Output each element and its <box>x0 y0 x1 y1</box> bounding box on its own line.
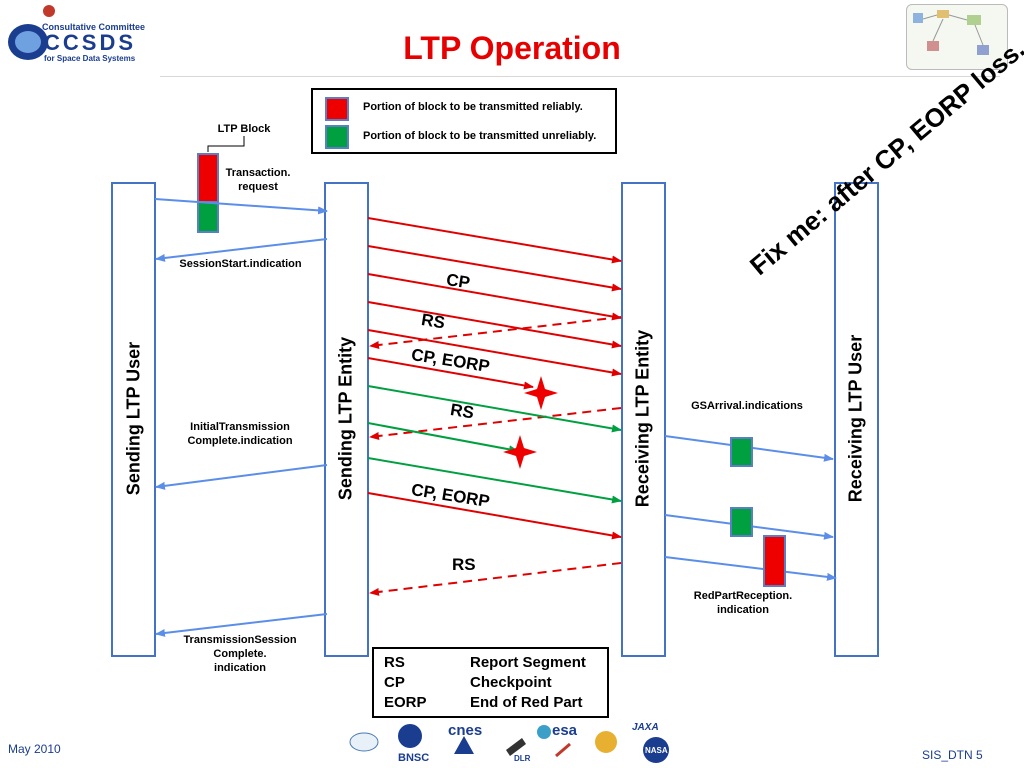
abbr-eorp: EORP <box>384 694 427 711</box>
network-diagram-icon <box>913 10 989 55</box>
loss-star-1 <box>524 376 558 410</box>
logo-line1: Consultative Committee <box>42 22 146 32</box>
legend: Portion of block to be transmitted relia… <box>311 88 617 154</box>
abbreviation-table: RS Report Segment CP Checkpoint EORP End… <box>372 647 609 718</box>
delivered-green-block-1 <box>730 437 753 467</box>
sending-user-label: Sending LTP User <box>123 341 144 496</box>
abbr-rs-meaning: Report Segment <box>470 654 586 671</box>
delivered-red-block <box>763 535 786 587</box>
ltp-block-callout <box>207 136 245 152</box>
receiving-user-lifeline <box>834 182 879 657</box>
title-divider <box>160 76 1000 77</box>
footer-slide-id: SIS_DTN 5 <box>922 748 983 762</box>
agency-nasa: NASA <box>645 746 668 755</box>
msg-cp: CP <box>445 270 472 293</box>
msg-rs-2: RS <box>449 400 476 423</box>
agency-esa: esa <box>552 722 578 739</box>
receiving-entity-label: Receiving LTP Entity <box>632 329 653 508</box>
ltp-block-red-part <box>197 153 219 203</box>
agency-dlr: DLR <box>514 754 531 763</box>
initial-transmission-label: InitialTransmission Complete.indication <box>187 421 293 447</box>
dtn-network-thumbnail <box>906 4 1008 70</box>
session-start-label: SessionStart.indication <box>179 258 302 270</box>
legend-red-swatch <box>325 97 349 121</box>
red-segment-4 <box>367 329 622 377</box>
red-segment-3 <box>367 301 622 349</box>
abbr-eorp-meaning: End of Red Part <box>470 694 583 711</box>
red-segment-1 <box>367 217 622 264</box>
green-segment-2 <box>367 457 622 504</box>
sending-entity-lifeline <box>324 182 369 657</box>
session-start-arrow <box>155 238 328 262</box>
agency-bnsc: BNSC <box>398 752 430 764</box>
transaction-request-label: Transaction. request <box>225 167 291 193</box>
initial-transmission-arrow <box>155 464 328 490</box>
delivered-green-block-2 <box>730 507 753 537</box>
green-segment-1 <box>367 385 622 433</box>
receiving-user-label: Receiving LTP User <box>845 334 866 503</box>
legend-unreliable-label: Portion of block to be transmitted unrel… <box>363 130 597 142</box>
ltp-block-green-part <box>197 201 219 233</box>
agency-jaxa: JAXA <box>632 722 659 733</box>
footer-date: May 2010 <box>8 742 61 756</box>
red-part-reception-label: RedPartReception. indication <box>693 590 793 616</box>
legend-green-swatch <box>325 125 349 149</box>
transmission-session-arrow <box>155 613 328 637</box>
agency-logos: cnes esa BNSC DLR JAXA NASA <box>344 720 684 768</box>
report-segment-1 <box>369 316 622 349</box>
ccsds-logo: Consultative Committee CCSDS for Space D… <box>4 2 154 68</box>
msg-rs-1: RS <box>420 310 447 333</box>
ccsds-logo-graphic <box>8 5 55 60</box>
red-part-reception-arrow <box>664 556 837 581</box>
gs-arrival-label: GSArrival.indications <box>691 400 803 412</box>
transaction-request-arrow <box>154 198 328 215</box>
loss-star-2 <box>503 435 537 469</box>
page-title: LTP Operation <box>403 30 621 66</box>
red-segment-2 <box>367 245 622 292</box>
red-segment-cp <box>367 273 622 321</box>
abbr-cp-meaning: Checkpoint <box>470 674 552 691</box>
sending-user-lifeline <box>111 182 156 657</box>
red-segment-eorp-lost <box>367 357 534 390</box>
abbr-cp: CP <box>384 674 405 691</box>
logo-line3: for Space Data Systems <box>44 54 136 63</box>
report-segment-3 <box>369 562 622 596</box>
abbr-rs: RS <box>384 654 405 671</box>
red-segment-eorp-retransmit <box>367 492 622 540</box>
msg-rs-3: RS <box>452 555 476 574</box>
transmission-session-label: TransmissionSession Complete. indication <box>183 634 297 674</box>
agency-cnes: cnes <box>448 722 483 739</box>
green-segment-lost <box>367 422 519 454</box>
ltp-block-label: LTP Block <box>217 123 271 135</box>
sending-entity-label: Sending LTP Entity <box>335 336 356 501</box>
legend-reliable-label: Portion of block to be transmitted relia… <box>363 101 583 113</box>
logo-wordmark: CCSDS <box>44 30 137 55</box>
receiving-entity-lifeline <box>621 182 666 657</box>
agency-emblems-icon <box>349 724 669 763</box>
